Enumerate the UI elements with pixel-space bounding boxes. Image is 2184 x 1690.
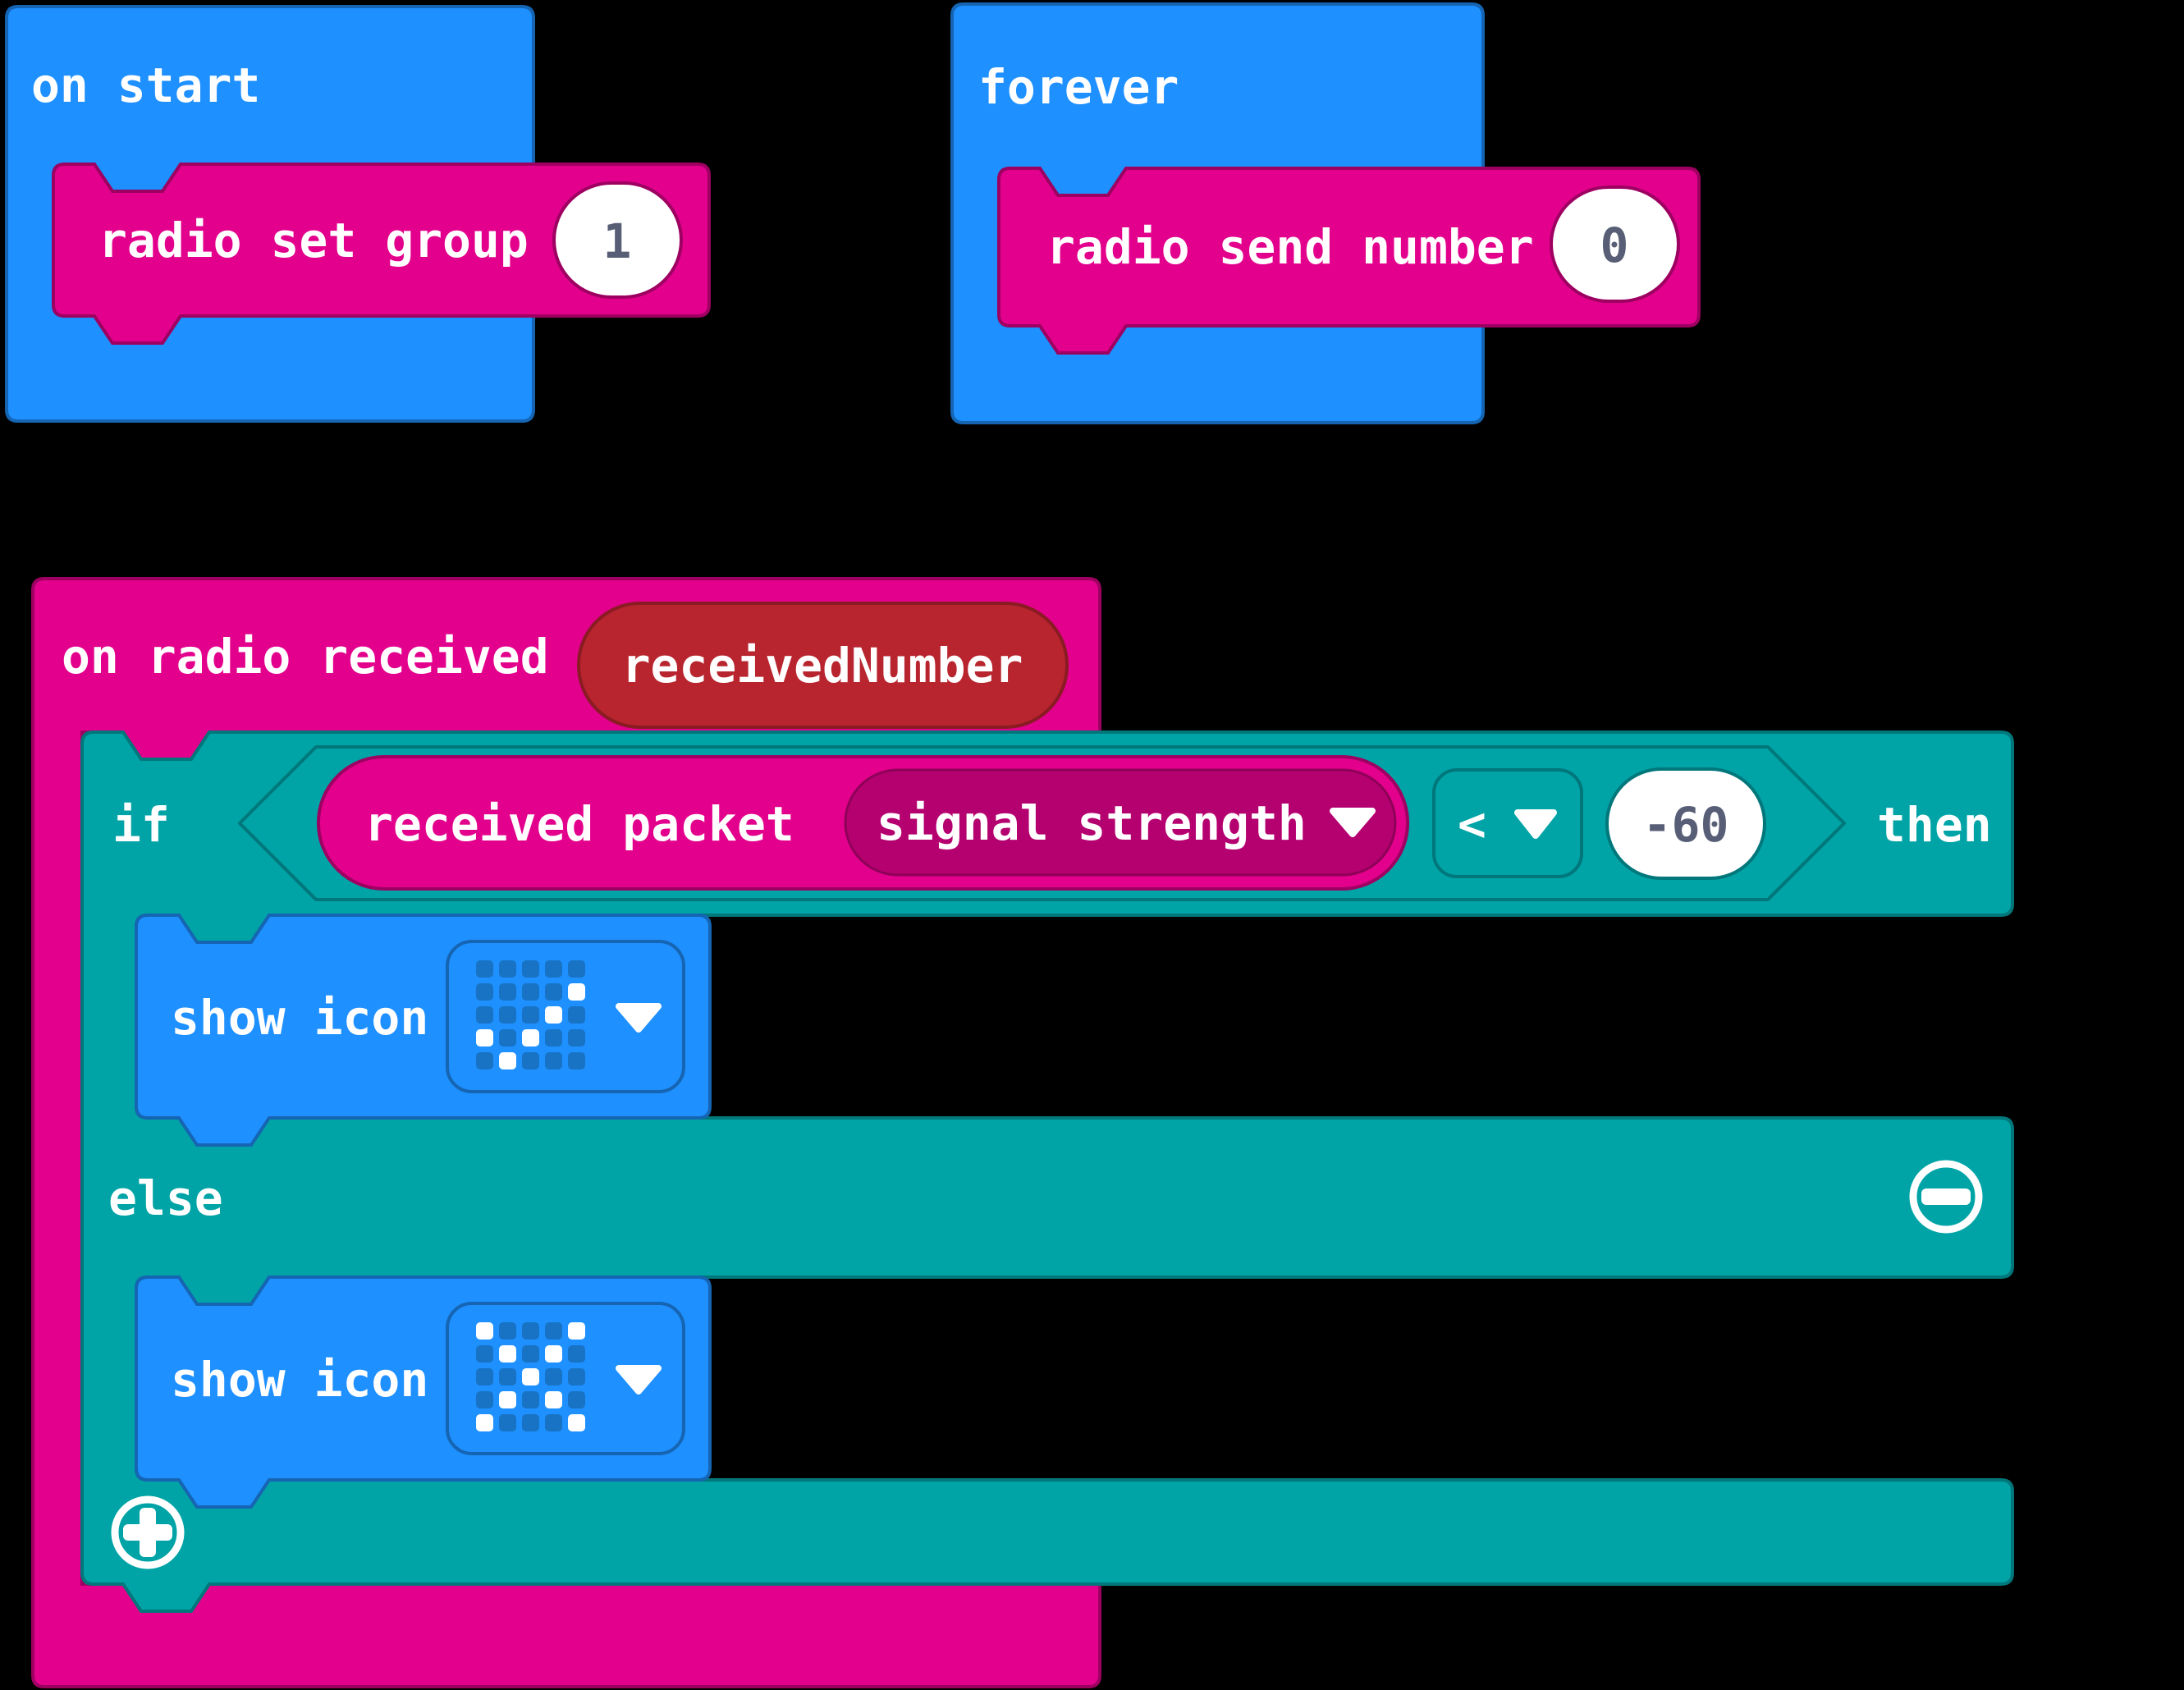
- led-cell-off: [545, 983, 562, 1001]
- led-cell-off: [476, 1368, 493, 1385]
- then-label: then: [1877, 797, 1992, 853]
- led-cell-on: [568, 983, 585, 1001]
- led-cell-on: [522, 1029, 539, 1047]
- if-label: if: [112, 797, 170, 853]
- led-cell-off: [545, 1414, 562, 1431]
- led-cell-off: [522, 1006, 539, 1024]
- led-cell-off: [522, 1052, 539, 1069]
- led-cell-off: [568, 1052, 585, 1069]
- minus-bar-icon: [1921, 1188, 1971, 1205]
- led-cell-off: [476, 960, 493, 978]
- signal-strength-dropdown[interactable]: [844, 768, 1397, 877]
- plus-icon: [111, 1495, 185, 1569]
- led-cell-off: [499, 983, 516, 1001]
- led-cell-off: [568, 960, 585, 978]
- led-cell-off: [568, 1368, 585, 1385]
- led-cell-off: [476, 1052, 493, 1069]
- on-start-label: on start: [31, 57, 260, 113]
- add-branch-button[interactable]: [111, 1495, 185, 1569]
- led-cell-on: [499, 1345, 516, 1363]
- radio-send-number-field[interactable]: [1550, 185, 1680, 303]
- received-number-variable[interactable]: [577, 602, 1069, 729]
- forever-label: forever: [978, 59, 1179, 115]
- icon-grid-checkmark: [476, 960, 585, 1069]
- led-cell-on: [476, 1322, 493, 1340]
- radio-send-number-label: radio send number: [1046, 219, 1534, 275]
- led-cell-off: [545, 1052, 562, 1069]
- led-cell-off: [476, 1006, 493, 1024]
- led-cell-off: [499, 1322, 516, 1340]
- operator-dropdown[interactable]: [1432, 768, 1583, 878]
- radio-set-group-label: radio set group: [98, 213, 529, 268]
- minus-icon: [1909, 1160, 1983, 1234]
- received-packet-label: received packet: [364, 796, 794, 852]
- icon-grid-cross: [476, 1322, 585, 1431]
- led-cell-off: [522, 983, 539, 1001]
- plus-vbar-icon: [140, 1508, 156, 1557]
- led-cell-on: [499, 1391, 516, 1408]
- led-cell-off: [476, 983, 493, 1001]
- condition-slot-hexagon: [238, 745, 1846, 901]
- signal-strength-dropdown-label: signal strength: [877, 795, 1307, 851]
- led-cell-off: [545, 960, 562, 978]
- led-cell-on: [545, 1391, 562, 1408]
- led-cell-off: [568, 1391, 585, 1408]
- show-icon-else-label: show icon: [171, 1352, 428, 1408]
- remove-else-button[interactable]: [1909, 1160, 1983, 1234]
- led-cell-off: [568, 1029, 585, 1047]
- threshold-number-field[interactable]: [1605, 767, 1766, 880]
- else-label: else: [108, 1170, 223, 1226]
- led-cell-on: [499, 1052, 516, 1069]
- on-radio-received-label: on radio received: [62, 629, 549, 685]
- led-cell-off: [499, 1006, 516, 1024]
- led-cell-off: [522, 960, 539, 978]
- led-cell-off: [545, 1368, 562, 1385]
- led-cell-off: [545, 1029, 562, 1047]
- led-cell-off: [522, 1345, 539, 1363]
- radio-send-value[interactable]: 0: [1600, 218, 1629, 273]
- led-cell-off: [499, 1368, 516, 1385]
- led-cell-off: [499, 960, 516, 978]
- radio-group-number-field[interactable]: [552, 181, 683, 299]
- operator-dropdown-arrow-icon: [1514, 809, 1557, 839]
- radio-send-number-block[interactable]: [997, 167, 1701, 355]
- led-cell-off: [476, 1345, 493, 1363]
- led-cell-off: [568, 1345, 585, 1363]
- led-cell-on: [476, 1414, 493, 1431]
- led-cell-on: [545, 1006, 562, 1024]
- led-cell-on: [545, 1345, 562, 1363]
- if-else-block[interactable]: [80, 731, 2014, 1613]
- led-cell-off: [522, 1322, 539, 1340]
- signal-strength-dropdown-arrow-icon: [1330, 808, 1376, 837]
- show-icon-then-label: show icon: [171, 990, 428, 1046]
- icon-picker-arrow-icon-else: [616, 1365, 662, 1395]
- led-cell-off: [476, 1391, 493, 1408]
- led-cell-off: [522, 1391, 539, 1408]
- received-number-variable-label: receivedNumber: [622, 638, 1023, 694]
- led-cell-off: [568, 1006, 585, 1024]
- radio-group-value[interactable]: 1: [603, 213, 632, 269]
- led-cell-off: [499, 1414, 516, 1431]
- led-cell-off: [522, 1414, 539, 1431]
- operator-label: <: [1458, 796, 1486, 852]
- icon-picker-arrow-icon-then: [616, 1003, 662, 1033]
- radio-set-group-block[interactable]: [52, 163, 711, 345]
- led-cell-off: [499, 1029, 516, 1047]
- threshold-value[interactable]: -60: [1643, 797, 1729, 853]
- led-cell-on: [568, 1414, 585, 1431]
- led-cell-on: [476, 1029, 493, 1047]
- led-cell-on: [568, 1322, 585, 1340]
- led-cell-on: [522, 1368, 539, 1385]
- led-cell-off: [545, 1322, 562, 1340]
